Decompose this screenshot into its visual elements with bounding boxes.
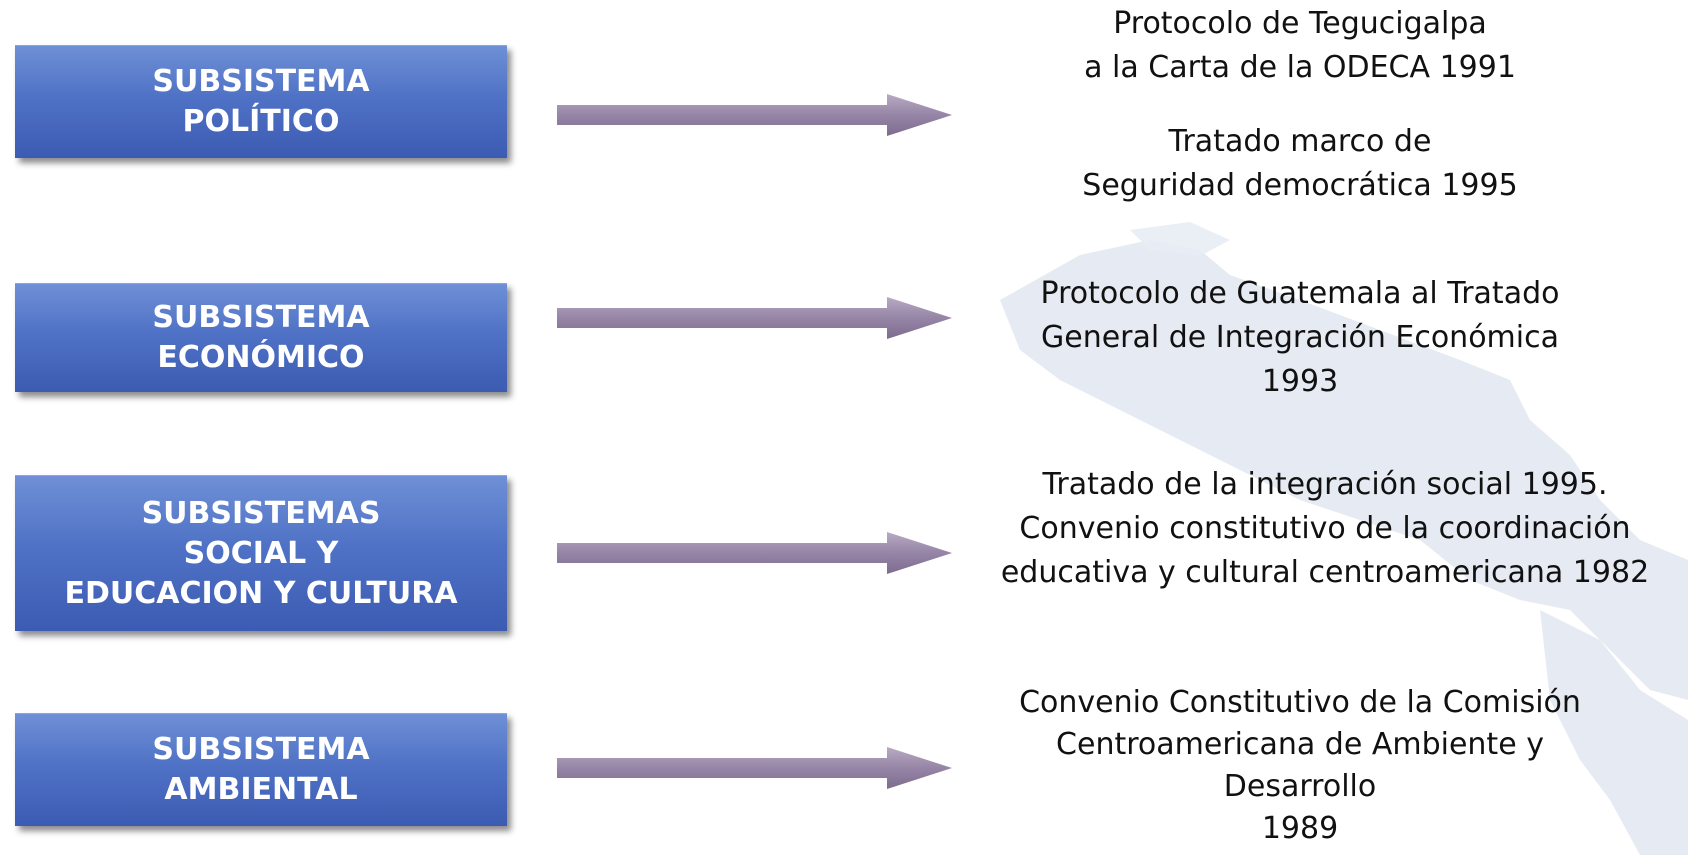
desc-line: a la Carta de la ODECA 1991 <box>1084 50 1516 85</box>
box-line: SUBSISTEMA <box>152 64 370 99</box>
description-politico-2: Tratado marco de Seguridad democrática 1… <box>1000 120 1600 208</box>
desc-line: General de Integración Económica <box>1041 320 1559 355</box>
desc-line: Desarrollo <box>1223 769 1377 804</box>
box-line: SUBSISTEMA <box>152 300 370 335</box>
subsystem-box-politico: SUBSISTEMA POLÍTICO <box>15 45 507 158</box>
desc-line: Centroamericana de Ambiente y <box>1056 727 1544 762</box>
description-economico: Protocolo de Guatemala al Tratado Genera… <box>980 272 1620 404</box>
box-line: POLÍTICO <box>182 104 340 139</box>
arrow-ambiental <box>557 747 952 789</box>
desc-line: Tratado marco de <box>1168 124 1432 159</box>
desc-line: 1989 <box>1261 811 1339 846</box>
desc-line: Convenio constitutivo de la coordinación <box>1019 511 1631 546</box>
box-line: EDUCACION Y CULTURA <box>64 575 458 611</box>
desc-line: Protocolo de Tegucigalpa <box>1113 6 1487 41</box>
desc-line: educativa y cultural centroamericana 198… <box>1000 555 1650 590</box>
box-line: SUBSISTEMAS <box>141 495 381 531</box>
desc-line: Tratado de la integración social 1995. <box>1042 467 1608 502</box>
desc-line: 1993 <box>1261 364 1339 399</box>
description-ambiental: Convenio Constitutivo de la Comisión Cen… <box>980 682 1620 850</box>
subsystem-box-economico: SUBSISTEMA ECONÓMICO <box>15 283 507 392</box>
arrow-social <box>557 532 952 574</box>
box-line: ECONÓMICO <box>157 340 365 375</box>
box-line: AMBIENTAL <box>164 772 358 807</box>
arrow-politico <box>557 94 952 136</box>
box-line: SUBSISTEMA <box>152 732 370 767</box>
subsystem-box-social: SUBSISTEMAS SOCIAL Y EDUCACION Y CULTURA <box>15 475 507 631</box>
desc-line: Convenio Constitutivo de la Comisión <box>1019 685 1581 720</box>
description-politico-1: Protocolo de Tegucigalpa a la Carta de l… <box>1000 2 1600 90</box>
desc-line: Protocolo de Guatemala al Tratado <box>1040 276 1560 311</box>
subsystem-box-ambiental: SUBSISTEMA AMBIENTAL <box>15 713 507 826</box>
desc-line: Seguridad democrática 1995 <box>1082 168 1518 203</box>
arrow-economico <box>557 297 952 339</box>
box-line: SOCIAL Y <box>183 535 339 571</box>
description-social: Tratado de la integración social 1995. C… <box>965 463 1685 595</box>
